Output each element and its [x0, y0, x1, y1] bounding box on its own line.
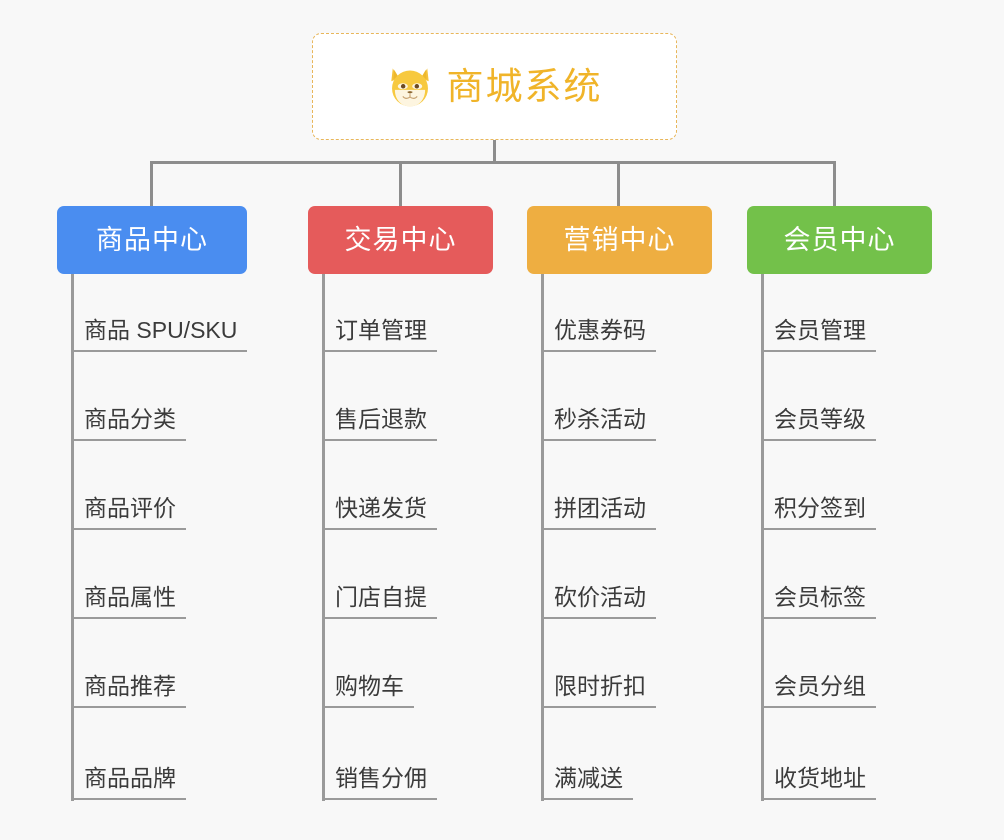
leaf-label: 购物车 [335, 673, 404, 699]
leaf-label: 商品推荐 [84, 673, 176, 699]
leaf-label: 订单管理 [335, 317, 427, 343]
connector-root-stem [493, 140, 496, 164]
leaf-item[interactable]: 售后退款 [322, 406, 437, 442]
leaf-item[interactable]: 收货地址 [761, 765, 876, 801]
leaf-label: 商品品牌 [84, 765, 176, 791]
root-title: 商城系统 [446, 66, 603, 107]
leaf-item[interactable]: 商品推荐 [71, 673, 186, 709]
leaf-item[interactable]: 快递发货 [322, 495, 437, 531]
category-title-3: 营销中心 [563, 224, 676, 255]
category-box-3[interactable]: 营销中心 [527, 206, 712, 274]
leaf-item[interactable]: 满减送 [541, 765, 633, 801]
leaf-label: 快递发货 [335, 495, 427, 521]
connector-drop-2 [399, 161, 402, 206]
leaf-label: 满减送 [554, 765, 623, 791]
leaf-item[interactable]: 会员管理 [761, 317, 876, 353]
leaf-label: 拼团活动 [554, 495, 646, 521]
shiba-dog-face-icon [390, 67, 429, 106]
category-title-1: 商品中心 [96, 224, 208, 255]
leaf-label: 商品分类 [84, 406, 176, 432]
leaf-label: 商品属性 [84, 584, 176, 610]
leaf-item[interactable]: 商品分类 [71, 406, 186, 442]
leaf-label: 门店自提 [335, 584, 427, 610]
connector-horizontal-bus [150, 161, 834, 164]
leaf-item[interactable]: 订单管理 [322, 317, 437, 353]
leaf-item[interactable]: 门店自提 [322, 584, 437, 620]
leaf-item[interactable]: 销售分佣 [322, 765, 437, 801]
category-title-2: 交易中心 [344, 224, 457, 255]
leaf-label: 商品 SPU/SKU [84, 317, 238, 343]
branch-trunk-1 [71, 274, 74, 801]
category-title-4: 会员中心 [783, 224, 896, 255]
leaf-label: 销售分佣 [335, 765, 427, 791]
leaf-item[interactable]: 砍价活动 [541, 584, 656, 620]
leaf-label: 砍价活动 [554, 584, 646, 610]
leaf-item[interactable]: 拼团活动 [541, 495, 656, 531]
leaf-label: 秒杀活动 [554, 406, 646, 432]
leaf-label: 商品评价 [84, 495, 176, 521]
connector-drop-1 [150, 161, 153, 206]
branch-trunk-4 [761, 274, 764, 801]
leaf-label: 限时折扣 [554, 673, 646, 699]
leaf-item[interactable]: 商品品牌 [71, 765, 186, 801]
leaf-item[interactable]: 商品评价 [71, 495, 186, 531]
leaf-label: 会员分组 [774, 673, 866, 699]
leaf-label: 会员管理 [774, 317, 866, 343]
connector-drop-4 [833, 161, 836, 206]
leaf-item[interactable]: 会员分组 [761, 673, 876, 709]
branch-trunk-2 [322, 274, 325, 801]
leaf-item[interactable]: 限时折扣 [541, 673, 656, 709]
leaf-label: 收货地址 [774, 765, 866, 791]
leaf-item[interactable]: 优惠券码 [541, 317, 656, 353]
leaf-label: 售后退款 [335, 406, 427, 432]
category-box-4[interactable]: 会员中心 [747, 206, 932, 274]
root-node[interactable]: 商城系统 [312, 33, 677, 140]
category-box-2[interactable]: 交易中心 [308, 206, 493, 274]
leaf-item[interactable]: 会员标签 [761, 584, 876, 620]
leaf-item[interactable]: 秒杀活动 [541, 406, 656, 442]
connector-drop-3 [617, 161, 620, 206]
leaf-label: 会员标签 [774, 584, 866, 610]
leaf-label: 积分签到 [774, 495, 866, 521]
leaf-item[interactable]: 积分签到 [761, 495, 876, 531]
leaf-label: 优惠券码 [554, 317, 646, 343]
branch-trunk-3 [541, 274, 544, 801]
leaf-label: 会员等级 [774, 406, 866, 432]
leaf-item[interactable]: 商品 SPU/SKU [71, 317, 248, 353]
leaf-item[interactable]: 购物车 [322, 673, 414, 709]
leaf-item[interactable]: 会员等级 [761, 406, 876, 442]
leaf-item[interactable]: 商品属性 [71, 584, 186, 620]
category-box-1[interactable]: 商品中心 [57, 206, 247, 274]
